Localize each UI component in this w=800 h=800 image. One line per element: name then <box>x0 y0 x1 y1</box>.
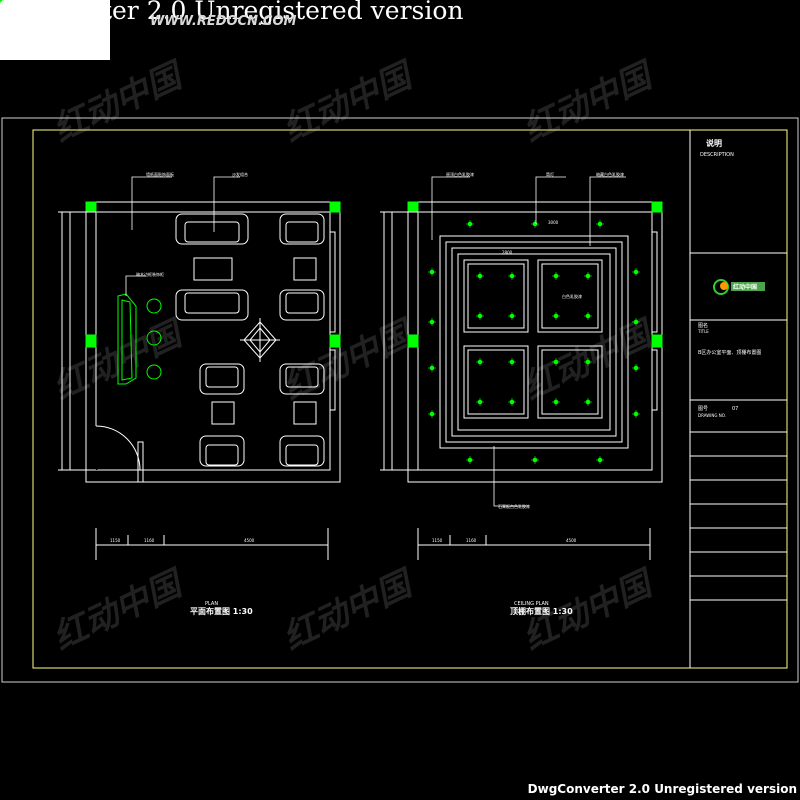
title-block-title-cn: 图名 <box>698 322 708 329</box>
watermark-logo: 红动中国 <box>277 562 422 658</box>
ceiling-dimension-line <box>417 528 651 560</box>
floor-plan-leaders <box>125 176 240 296</box>
ceiling-dimension-text: 4500 <box>566 538 577 543</box>
company-logo: 红动中国 <box>713 279 765 295</box>
ceiling-callout: 2800 <box>502 250 513 255</box>
ceiling-title-cn: 顶棚布置图 1:30 <box>510 606 573 616</box>
plan-callout: 暗木边框装饰柜 <box>136 271 164 277</box>
title-block <box>690 252 787 601</box>
ceiling-leaders <box>431 176 626 507</box>
plan-dimension-text: 1150 <box>110 538 121 543</box>
ceiling-lights <box>0 0 641 465</box>
ceiling-callout: 3000 <box>548 220 559 225</box>
ceiling-callout: 筒灯 <box>546 171 554 177</box>
ceiling-callout: 暗藏白色乳胶漆 <box>596 171 624 177</box>
sheet-border <box>32 129 788 669</box>
watermark-logo: 红动中国 <box>517 54 662 150</box>
plan-callout: 墙纸面贴饰面板 <box>146 171 174 177</box>
plan-title-cn: 平面布置图 1:30 <box>190 606 253 616</box>
plan-dimension-text: 4500 <box>244 538 255 543</box>
ceiling-dimension-text: 1160 <box>466 538 477 543</box>
title-block-title-value: B区办公室平面、顶棚布置图 <box>698 349 761 356</box>
title-block-title-en: TITLE <box>697 329 709 334</box>
plan-dimension-line <box>95 528 329 560</box>
title-block-dwg-value: 07 <box>732 406 738 412</box>
unregistered-banner-top: rter 2.0 Unregistered version <box>90 0 464 25</box>
sheet-outer-frame <box>1 117 799 683</box>
plan-callout: 沙发组合 <box>232 171 248 177</box>
ceiling-plan <box>380 201 663 483</box>
company-logo-text: 红动中国 <box>733 283 757 291</box>
title-block-dwg-cn: 图号 <box>698 406 708 412</box>
watermark-logo: 红动中国 <box>277 54 422 150</box>
watermark-logo: 红动中国 <box>47 54 192 150</box>
title-block-description-en: DESCRIPTION <box>700 152 734 158</box>
plan-title-en: PLAN <box>205 601 218 607</box>
unregistered-banner-bottom: DwgConverter 2.0 Unregistered version <box>527 782 797 796</box>
ceiling-title-en: CEILING PLAN <box>514 601 549 607</box>
watermark-logo: 红动中国 <box>47 562 192 658</box>
title-block-description-cn: 说明 <box>706 138 722 148</box>
white-corner-block <box>0 0 110 60</box>
floor-plan <box>58 201 341 483</box>
watermark-layer: 红动中国 红动中国 红动中国 红动中国 红动中国 红动中国 红动中国 红动中国 … <box>47 54 662 658</box>
ceiling-callout: 白色乳胶漆 <box>562 293 582 299</box>
plan-dimension-text: 1160 <box>144 538 155 543</box>
title-block-dwg-en: DRAWING NO. <box>698 413 726 418</box>
ceiling-callout: 石膏板白色乳胶漆 <box>498 503 530 509</box>
site-stamp: WWW.REDOCN.COM <box>150 14 297 29</box>
ceiling-dimension-text: 1150 <box>432 538 443 543</box>
watermark-logo: 红动中国 <box>47 312 192 408</box>
ceiling-callout: 原顶白色乳胶漆 <box>446 171 474 177</box>
